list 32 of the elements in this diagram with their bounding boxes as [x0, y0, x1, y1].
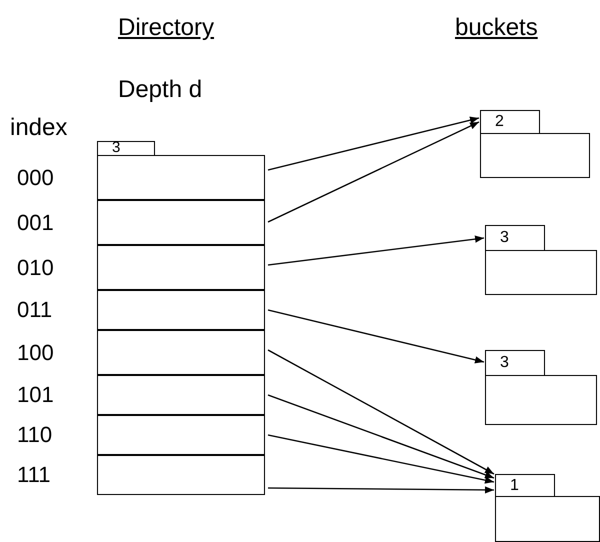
axis-label: index — [10, 114, 68, 142]
directory-cell — [97, 375, 265, 415]
directory-cell — [97, 330, 265, 375]
index-label: 001 — [17, 212, 54, 234]
index-label: 010 — [17, 256, 54, 278]
local-depth-tab: 3 — [485, 350, 545, 375]
directory-cell — [97, 155, 265, 200]
index-label: 101 — [17, 384, 54, 406]
arrow — [268, 236, 484, 266]
arrow — [268, 121, 480, 223]
arrow — [268, 486, 494, 494]
directory-cell — [97, 290, 265, 330]
axis-label: Depth d — [118, 76, 202, 104]
arrow — [268, 309, 484, 364]
arrow — [268, 349, 494, 475]
index-label: 110 — [17, 424, 52, 446]
directory-cell — [97, 455, 265, 495]
arrow — [268, 116, 480, 171]
arrow — [268, 394, 494, 479]
directory-cell — [97, 245, 265, 290]
local-depth-tab: 2 — [480, 110, 540, 133]
index-label: 000 — [17, 166, 54, 188]
index-label: 100 — [17, 342, 54, 364]
index-label: 011 — [17, 299, 52, 321]
arrow — [268, 434, 494, 484]
directory-cell — [97, 415, 265, 455]
local-depth-tab: 3 — [485, 225, 545, 250]
index-label: 111 — [17, 464, 50, 486]
column-heading: Directory — [118, 14, 214, 42]
column-heading: buckets — [455, 14, 538, 42]
local-depth-tab: 1 — [495, 474, 555, 496]
directory-cell — [97, 200, 265, 245]
